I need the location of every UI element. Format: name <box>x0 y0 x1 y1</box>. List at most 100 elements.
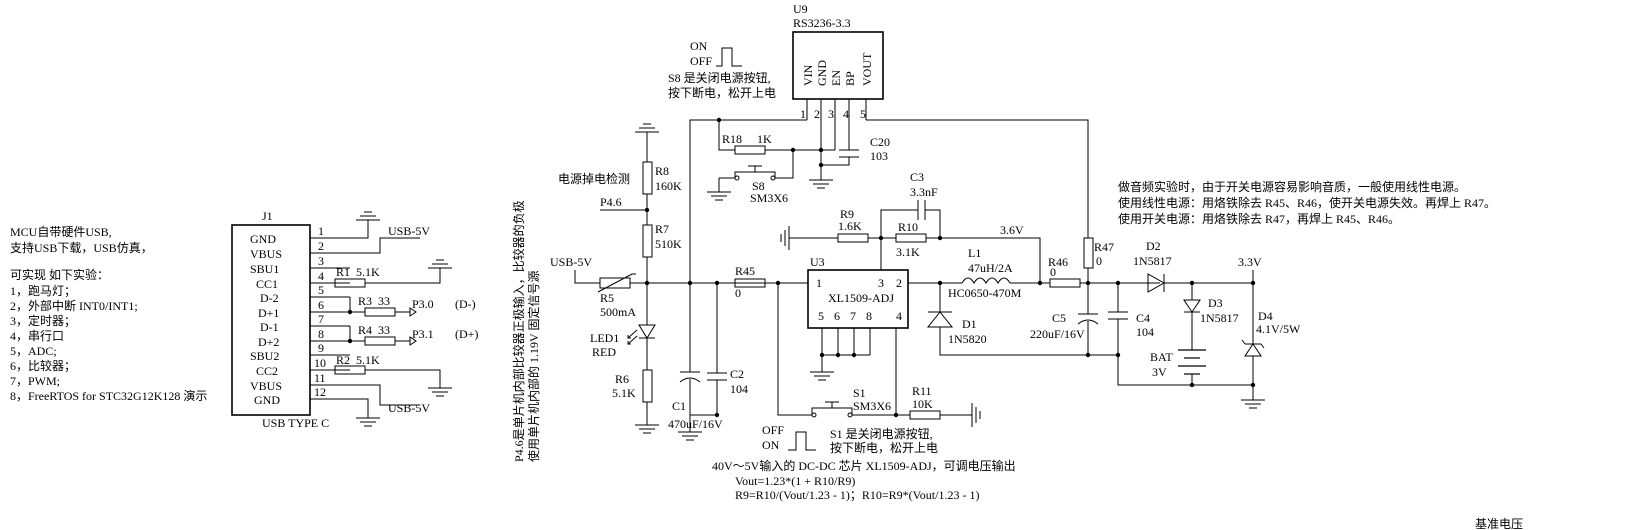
r45-ref: R45 <box>735 264 755 278</box>
s8-off-label: OFF <box>690 54 712 68</box>
net-label-p30: P3.0 <box>412 297 434 311</box>
r46-ref: R46 <box>1048 255 1068 269</box>
resistor-r4 <box>364 336 396 346</box>
r47-ref: R47 <box>1094 240 1114 254</box>
r8-value: 160K <box>655 179 682 193</box>
c5-value: 220uF/16V <box>1030 327 1085 341</box>
zener-d4 <box>1244 343 1262 357</box>
j1-pin-num: 12 <box>314 385 326 399</box>
d4-ref: D4 <box>1258 309 1273 323</box>
c20-ref: C20 <box>870 135 890 149</box>
j1-pin-name: D-2 <box>260 291 279 305</box>
u3-pin-num: 8 <box>866 309 872 323</box>
u3-pin-num: 6 <box>834 309 840 323</box>
r5-value: 500mA <box>600 305 636 319</box>
j1-pin-name: GND <box>250 232 276 246</box>
j1-pin-name: D+2 <box>258 335 279 349</box>
d2-ref: D2 <box>1146 239 1161 253</box>
diode-d2 <box>1147 273 1166 293</box>
net-label-p46: P4.6 <box>600 195 622 209</box>
j1-pin-num: 11 <box>314 371 326 385</box>
c3-value: 3.3nF <box>910 185 938 199</box>
dcdc-note: 40V～5V输入的 DC-DC 芯片 XL1509-ADJ，可调电压输出 Vou… <box>712 458 1016 502</box>
s1-on-label: ON <box>762 438 780 452</box>
vertical-note: P4.6是单片机内部比较器正极输入，比较器的负极 使用单片机内部的 1.19V … <box>511 200 541 462</box>
j1-pin-num: 5 <box>318 283 324 297</box>
s1-part: SM3X6 <box>853 399 891 413</box>
c2-ref: C2 <box>730 367 744 381</box>
corner-label: 基准电压 <box>1475 517 1523 530</box>
u9-part: RS3236-3.3 <box>793 16 851 30</box>
j1-pin-name: VBUS <box>250 379 282 393</box>
c1-ref: C1 <box>672 399 686 413</box>
note-left-item: 5，ADC; <box>10 344 57 358</box>
s8-note-line: 按下断电，松开上电 <box>668 85 776 100</box>
u9-pin-num: 4 <box>843 107 849 121</box>
dcdc-note-line: 40V～5V输入的 DC-DC 芯片 XL1509-ADJ，可调电压输出 <box>712 458 1016 473</box>
r3-ref: R3 <box>358 294 372 308</box>
j1-pin-name: SBU2 <box>250 349 279 363</box>
u3-body <box>807 269 909 329</box>
vertical-note-line: P4.6是单片机内部比较器正极输入，比较器的负极 <box>511 200 526 462</box>
r10-value: 3.1K <box>896 245 920 259</box>
ground-icon <box>1241 399 1265 409</box>
r2-ref: R2 <box>336 353 350 367</box>
resistor-r46 <box>1049 278 1081 288</box>
r18-ref: R18 <box>722 132 742 146</box>
net-label-33v: 3.3V <box>1238 255 1262 269</box>
u3-pin-num: 4 <box>896 309 902 323</box>
s8-ref: S8 <box>752 179 765 193</box>
note-left-item: 2，外部中断 INT0/INT1; <box>10 298 138 313</box>
resistor-r10 <box>895 233 927 243</box>
usb-type-c-connector: J1 USB TYPE C GND VBUS SBU1 CC1 D-2 D+1 … <box>231 209 478 430</box>
j1-pin-num: 2 <box>318 239 324 253</box>
s8-part: SM3X6 <box>750 191 788 205</box>
j1-pin-num: 3 <box>318 254 324 268</box>
ground-icon <box>428 387 452 397</box>
led1-ref: LED1 <box>590 331 619 345</box>
j1-pin-name: CC2 <box>256 364 278 378</box>
resistor-r8 <box>642 161 653 195</box>
r3-value: 33 <box>378 294 390 308</box>
r1-ref: R1 <box>336 265 350 279</box>
d3-part: 1N5817 <box>1200 311 1239 325</box>
d1-ref: D1 <box>962 317 977 331</box>
c5-ref: C5 <box>1052 311 1066 325</box>
note-left-line: MCU自带硬件USB, <box>10 225 112 239</box>
led-icon <box>638 324 656 339</box>
j1-pin-num: 4 <box>318 269 324 283</box>
ground-icon <box>810 371 834 381</box>
s1-off-label: OFF <box>762 423 784 437</box>
note-left-item: 3，定时器； <box>10 313 76 328</box>
u9-pin-name: EN <box>829 70 843 86</box>
diode-d1 <box>926 311 954 328</box>
r11-value: 10K <box>912 397 933 411</box>
u9-pin-num: 2 <box>814 107 820 121</box>
u3-pin-num: 3 <box>878 276 884 290</box>
r2-value: 5.1K <box>356 353 380 367</box>
r4-value: 33 <box>378 323 390 337</box>
r10-ref: R10 <box>898 220 918 234</box>
c4-value: 104 <box>1136 325 1154 339</box>
net-label-usb5v: USB-5V <box>388 401 430 415</box>
j1-pin-name: CC1 <box>256 277 278 291</box>
note-left-item: 7，PWM; <box>10 374 60 388</box>
r1-value: 5.1K <box>356 265 380 279</box>
u3-dcdc: R45 0 U3 XL1509-ADJ 1 3 2 4 5 6 7 8 <box>734 170 1118 427</box>
c2-value: 104 <box>730 382 748 396</box>
u9-pin-name: VOUT <box>860 52 874 86</box>
ground-icon <box>356 417 380 427</box>
s1-note-line: S1 是关闭电源按钮, <box>830 426 933 441</box>
c1-value: 470uF/16V <box>668 417 723 431</box>
net-label-usb5v: USB-5V <box>388 224 430 238</box>
j1-pin-num: 6 <box>318 298 324 312</box>
l1-value: 47uH/2A <box>968 261 1013 275</box>
s8-note: ON OFF S8 是关闭电源按钮, 按下断电，松开上电 <box>668 39 776 100</box>
note-left-item: 1，跑马灯； <box>10 284 76 298</box>
u3-pin-num: 1 <box>816 276 822 290</box>
note-left-line: 可实现 如下实验： <box>10 267 109 282</box>
resistor-r3 <box>364 307 396 317</box>
u9-pin-name: BP <box>843 71 857 86</box>
j1-pin-num: 7 <box>318 312 324 326</box>
u3-part: XL1509-ADJ <box>828 291 894 305</box>
